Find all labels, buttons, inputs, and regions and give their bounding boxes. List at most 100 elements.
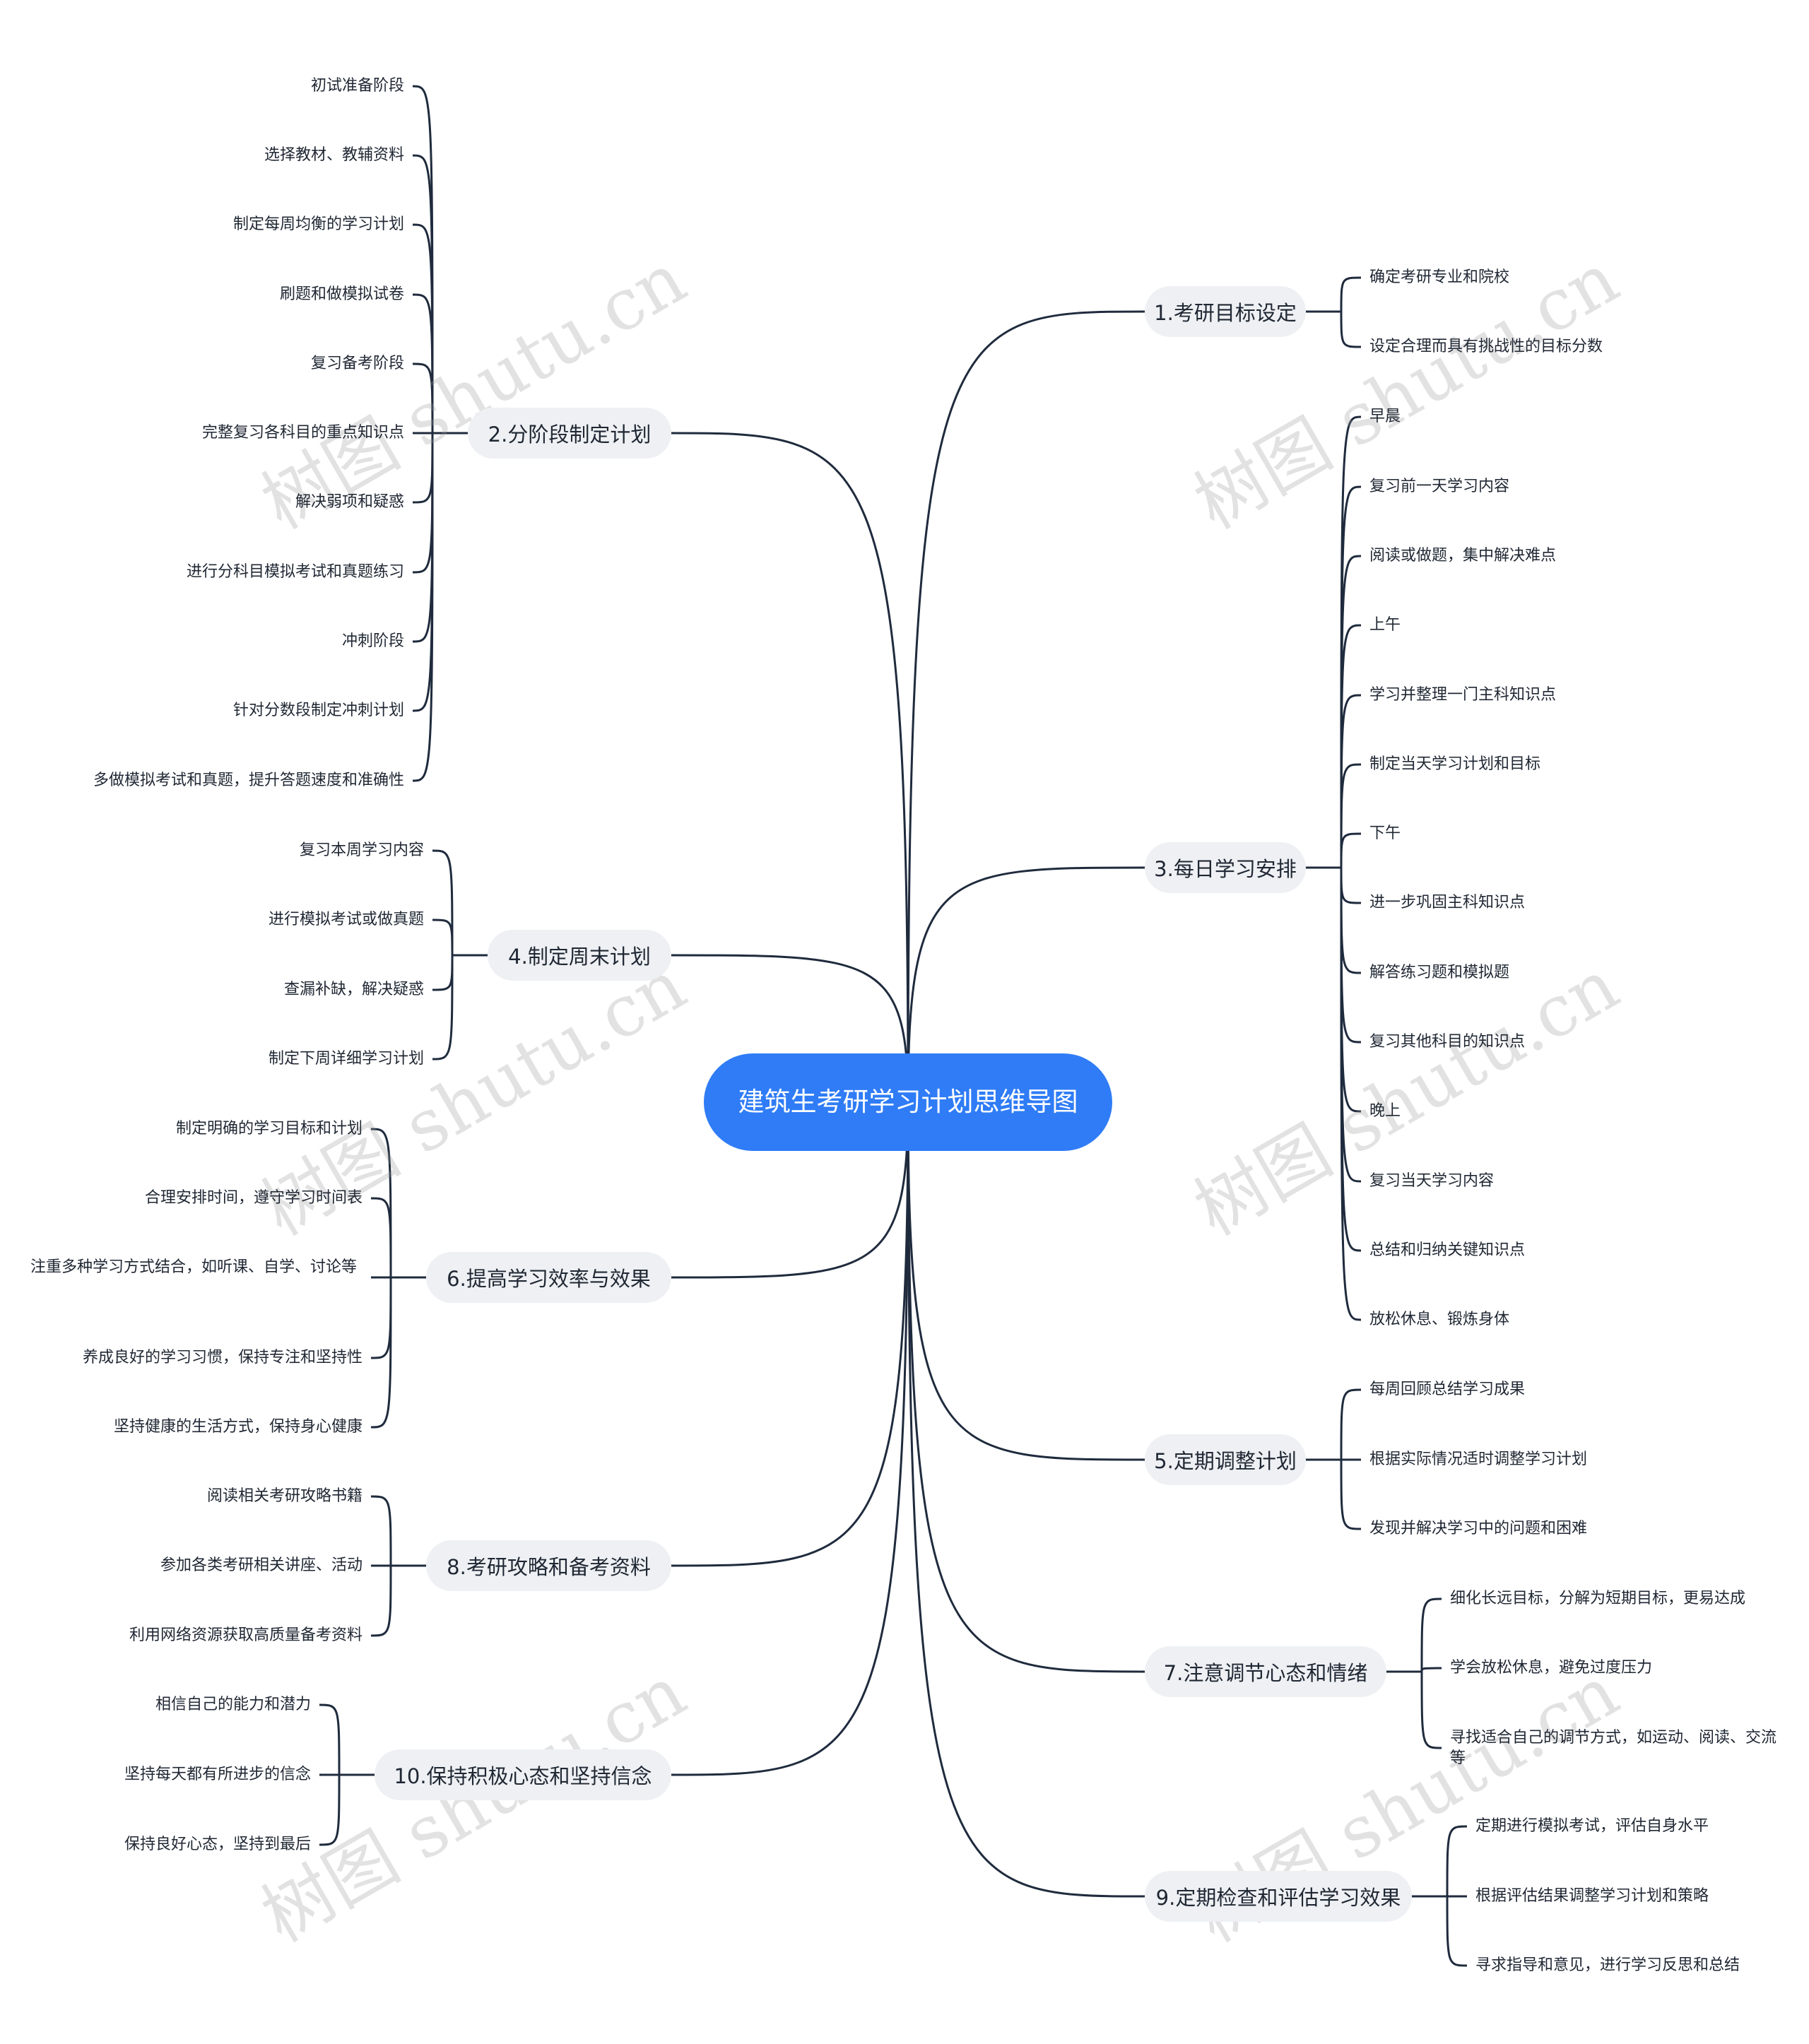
leaf-b2-4[interactable]: 复习备考阶段 — [310, 355, 404, 372]
branch-b5[interactable]: 5.定期调整计划 — [1145, 1434, 1306, 1485]
root-connector — [907, 1101, 1145, 1673]
leaf-connector — [1340, 694, 1362, 868]
leaf-connector — [1446, 1896, 1468, 1967]
leaf-b8-1[interactable]: 参加各类考研相关讲座、活动 — [160, 1556, 363, 1574]
leaf-b7-0[interactable]: 细化长远目标，分解为短期目标，更易达成 — [1450, 1590, 1746, 1607]
leaf-b10-2[interactable]: 保持良好心态，坚持到最后 — [124, 1836, 311, 1853]
leaf-connector — [1420, 1667, 1442, 1672]
leaf-connector — [319, 1703, 341, 1776]
leaf-connector — [370, 1277, 392, 1429]
leaf-connector — [432, 849, 454, 956]
root-node[interactable]: 建筑生考研学习计划思维导图 — [704, 1053, 1112, 1151]
leaf-b1-1[interactable]: 设定合理而具有挑战性的目标分数 — [1369, 338, 1603, 355]
leaf-connector — [1340, 763, 1362, 868]
leaf-b3-5[interactable]: 制定当天学习计划和目标 — [1369, 755, 1541, 773]
leaf-b6-3[interactable]: 养成良好的学习习惯，保持专注和坚持性 — [82, 1349, 363, 1366]
leaf-b7-2[interactable]: 寻找适合自己的调节方式，如运动、阅读、交流等 — [1450, 1729, 1777, 1767]
leaf-b1-0[interactable]: 确定考研专业和院校 — [1369, 268, 1510, 286]
leaf-connector — [370, 1197, 392, 1278]
root-connector — [671, 432, 909, 1103]
leaf-b5-2[interactable]: 发现并解决学习中的问题和困难 — [1369, 1520, 1588, 1537]
root-connector — [671, 954, 909, 1103]
leaf-b6-0[interactable]: 制定明确的学习目标和计划 — [175, 1120, 363, 1138]
leaf-b3-9[interactable]: 复习其他科目的知识点 — [1369, 1033, 1526, 1051]
leaf-b3-10[interactable]: 晚上 — [1369, 1102, 1401, 1120]
leaf-connector — [1340, 485, 1362, 868]
leaf-b3-12[interactable]: 总结和归纳关键知识点 — [1369, 1241, 1526, 1259]
leaf-b9-2[interactable]: 寻求指导和意见，进行学习反思和总结 — [1475, 1956, 1740, 1974]
leaf-b9-1[interactable]: 根据评估结果调整学习计划和策略 — [1475, 1887, 1709, 1905]
leaf-connector — [412, 85, 434, 434]
leaf-connector — [1340, 832, 1362, 868]
root-connector — [907, 1101, 1145, 1461]
leaf-b3-8[interactable]: 解答练习题和模拟题 — [1369, 964, 1510, 981]
leaf-connector — [412, 223, 434, 434]
leaf-b2-5[interactable]: 完整复习各科目的重点知识点 — [201, 424, 404, 442]
leaf-b4-3[interactable]: 制定下周详细学习计划 — [268, 1050, 424, 1068]
branch-b7[interactable]: 7.注意调节心态和情绪 — [1145, 1646, 1386, 1697]
leaf-b3-4[interactable]: 学习并整理一门主科知识点 — [1369, 686, 1557, 704]
branch-b1[interactable]: 1.考研目标设定 — [1145, 286, 1306, 337]
leaf-connector — [1340, 415, 1362, 868]
branch-b6[interactable]: 6.提高学习效率与效果 — [426, 1252, 671, 1303]
leaf-connector — [1420, 1671, 1442, 1749]
leaf-connector — [1340, 867, 1362, 904]
leaf-connector — [1340, 867, 1362, 1321]
leaf-b2-7[interactable]: 进行分科目模拟考试和真题练习 — [186, 563, 404, 581]
leaf-connector — [319, 1774, 341, 1846]
leaf-connector — [1340, 867, 1362, 1044]
leaf-connector — [370, 1565, 392, 1637]
leaf-b3-3[interactable]: 上午 — [1369, 616, 1401, 634]
leaf-connector — [1340, 1459, 1362, 1530]
leaf-b6-4[interactable]: 坚持健康的生活方式，保持身心健康 — [113, 1418, 363, 1436]
leaf-b5-0[interactable]: 每周回顾总结学习成果 — [1369, 1381, 1526, 1398]
leaf-connector — [370, 1495, 392, 1566]
root-connector — [907, 1101, 1145, 1898]
leaf-b4-2[interactable]: 查漏补缺，解决疑惑 — [283, 981, 424, 998]
leaf-b4-0[interactable]: 复习本周学习内容 — [299, 841, 424, 859]
leaf-connector — [1420, 1597, 1442, 1672]
leaf-b3-11[interactable]: 复习当天学习内容 — [1369, 1172, 1495, 1190]
leaf-b4-1[interactable]: 进行模拟考试或做真题 — [268, 911, 424, 928]
leaf-connector — [432, 955, 454, 991]
leaf-b8-0[interactable]: 阅读相关考研攻略书籍 — [206, 1487, 363, 1505]
leaf-b10-0[interactable]: 相信自己的能力和潜力 — [155, 1696, 311, 1713]
branch-b4[interactable]: 4.制定周末计划 — [488, 930, 671, 981]
leaf-connector — [370, 1128, 392, 1278]
branch-b9[interactable]: 9.定期检查和评估学习效果 — [1145, 1871, 1412, 1922]
leaf-b2-6[interactable]: 解决弱项和疑惑 — [295, 493, 404, 511]
leaf-b3-7[interactable]: 进一步巩固主科知识点 — [1369, 894, 1526, 911]
branch-b10[interactable]: 10.保持积极心态和坚持信念 — [375, 1749, 671, 1800]
leaf-b7-1[interactable]: 学会放松休息，避免过度压力 — [1450, 1659, 1653, 1677]
leaf-connector — [1340, 867, 1362, 1252]
leaf-b3-1[interactable]: 复习前一天学习内容 — [1369, 478, 1510, 495]
leaf-connector — [412, 432, 434, 504]
leaf-b6-1[interactable]: 合理安排时间，遵守学习时间表 — [144, 1189, 363, 1207]
leaf-b3-0[interactable]: 早晨 — [1369, 408, 1401, 425]
leaf-b8-2[interactable]: 利用网络资源获取高质量备考资料 — [129, 1626, 363, 1644]
leaf-connector — [1340, 867, 1362, 974]
branch-b8[interactable]: 8.考研攻略和备考资料 — [426, 1540, 671, 1591]
leaf-b2-1[interactable]: 选择教材、教辅资料 — [264, 146, 404, 164]
leaf-b2-3[interactable]: 刷题和做模拟试卷 — [279, 285, 404, 303]
leaf-connector — [412, 432, 434, 782]
leaf-b3-13[interactable]: 放松休息、锻炼身体 — [1369, 1311, 1510, 1328]
leaf-b2-2[interactable]: 制定每周均衡的学习计划 — [232, 215, 404, 233]
leaf-b2-10[interactable]: 多做模拟考试和真题，提升答题速度和准确性 — [93, 772, 404, 789]
leaf-b3-6[interactable]: 下午 — [1369, 825, 1401, 842]
root-connector — [907, 310, 1145, 1103]
root-connector — [671, 1101, 909, 1567]
branch-b3[interactable]: 3.每日学习安排 — [1145, 842, 1306, 893]
leaf-b2-9[interactable]: 针对分数段制定冲刺计划 — [232, 702, 404, 719]
leaf-b2-0[interactable]: 初试准备阶段 — [310, 77, 404, 95]
leaf-b6-2[interactable]: 注重多种学习方式结合，如听课、自学、讨论等 — [30, 1258, 358, 1276]
leaf-b5-1[interactable]: 根据实际情况适时调整学习计划 — [1369, 1451, 1588, 1468]
leaf-b2-8[interactable]: 冲刺阶段 — [341, 632, 404, 650]
leaf-b10-1[interactable]: 坚持每天都有所进步的信念 — [124, 1766, 311, 1783]
leaf-b3-2[interactable]: 阅读或做题，集中解决难点 — [1369, 547, 1557, 565]
root-connector — [907, 866, 1145, 1103]
leaf-b9-0[interactable]: 定期进行模拟考试，评估自身水平 — [1475, 1817, 1709, 1835]
branch-b2[interactable]: 2.分阶段制定计划 — [468, 408, 671, 459]
